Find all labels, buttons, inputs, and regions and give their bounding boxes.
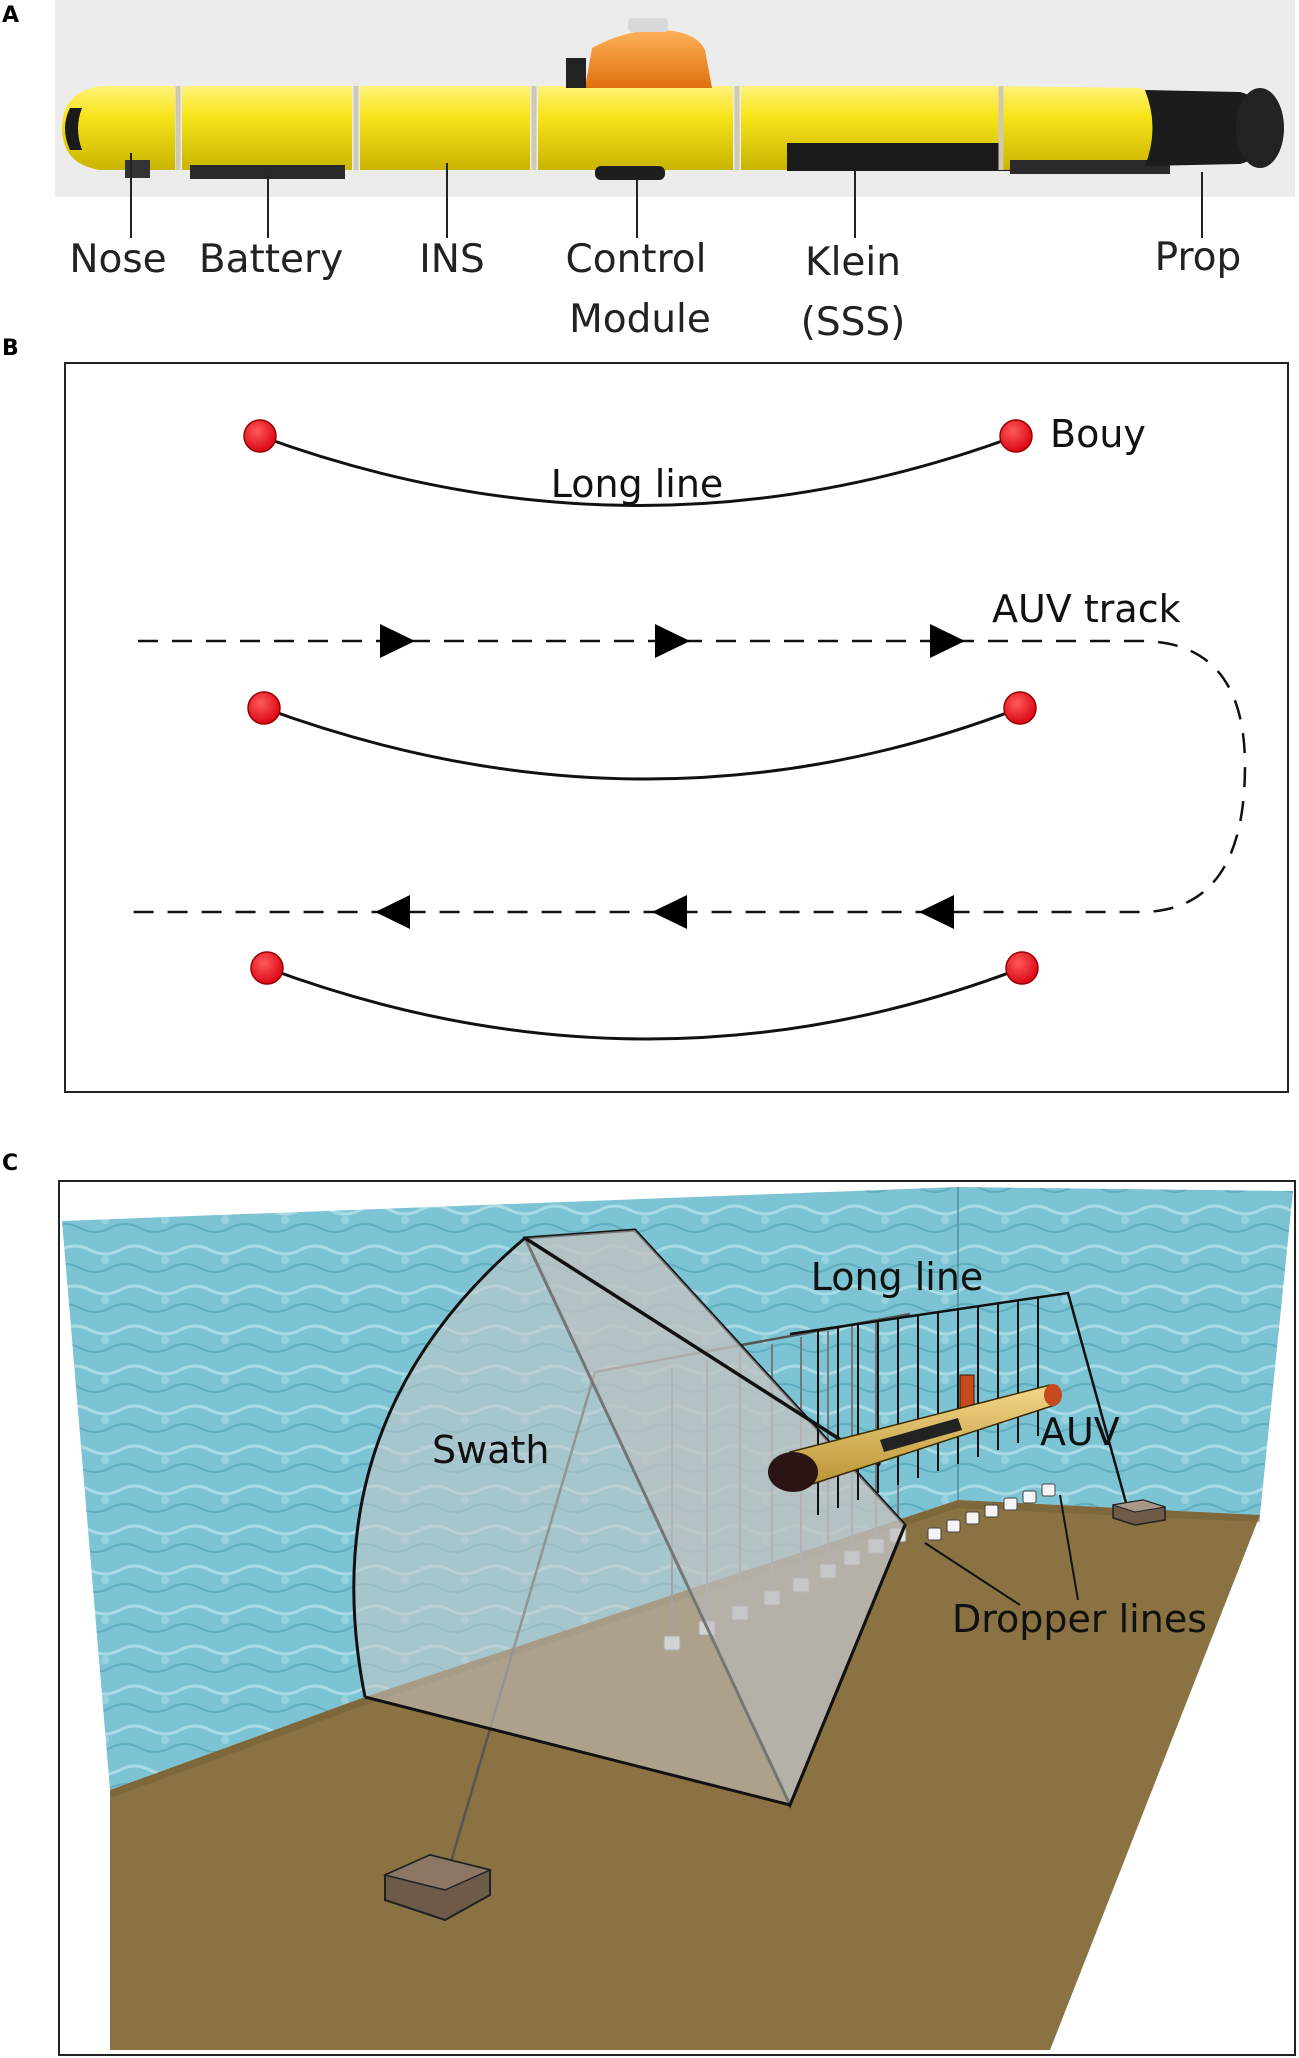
label-auv: AUV — [1040, 1410, 1120, 1454]
buoy — [1005, 951, 1039, 985]
nose-section — [62, 86, 175, 170]
buoy — [243, 419, 277, 453]
label-module: Module — [569, 297, 711, 342]
panel-b-letter: B — [2, 336, 19, 361]
track-arrow-right — [380, 624, 415, 658]
panel-a-letter: A — [2, 3, 19, 28]
control-module-section — [538, 86, 733, 170]
label-bouy: Bouy — [1050, 412, 1146, 456]
long-line-right-segment — [789, 1291, 1130, 1511]
label-dropper-lines: Dropper lines — [952, 1597, 1207, 1641]
label-auv-track: AUV track — [992, 587, 1181, 631]
long-line-1 — [259, 434, 1017, 507]
panel-b: B Bouy Long line — [2, 336, 1289, 1093]
track-arrow-left — [375, 895, 410, 929]
label-long-line-3d: Long line — [811, 1255, 984, 1299]
auv-vehicle — [62, 18, 1284, 180]
dropper-weights-right — [927, 1483, 1056, 1541]
buoy — [999, 419, 1033, 453]
swath — [352, 1228, 907, 1809]
control-mast — [566, 58, 586, 88]
auv-track — [132, 639, 1247, 914]
tail-skid — [1010, 160, 1170, 174]
anchor-left — [382, 1853, 493, 1922]
panel-c-letter: C — [2, 1151, 18, 1176]
nose-sensor — [125, 160, 150, 178]
control-skid — [595, 166, 665, 180]
label-control: Control — [566, 237, 707, 282]
dropper-pointer-lines — [924, 1494, 1079, 1606]
anchor-right — [1112, 1499, 1166, 1526]
water-wall-right — [958, 1187, 1293, 1515]
battery-section — [182, 86, 352, 170]
prop-ring — [1236, 88, 1284, 168]
track-arrows — [375, 624, 965, 929]
ins-section — [360, 86, 530, 170]
panel-a: A — [2, 0, 1295, 345]
label-long-line: Long line — [551, 462, 724, 506]
dome-antenna — [628, 18, 668, 32]
panel-a-leaders — [130, 153, 1203, 238]
label-klein: Klein — [805, 240, 901, 285]
label-sss: (SSS) — [801, 300, 906, 345]
prop-shroud — [1145, 90, 1265, 166]
label-prop: Prop — [1155, 235, 1242, 280]
track-arrow-right — [930, 624, 965, 658]
dropper-lines-right — [817, 1297, 1039, 1515]
buoys — [243, 419, 1039, 985]
buoy — [1003, 691, 1037, 725]
long-line-3 — [266, 966, 1023, 1041]
long-lines — [259, 434, 1023, 1041]
label-battery: Battery — [199, 237, 343, 282]
track-arrow-left — [919, 895, 954, 929]
track-arrow-left — [652, 895, 687, 929]
buoy — [250, 951, 284, 985]
tail-section — [1003, 86, 1175, 170]
panel-c: C — [2, 1151, 1296, 2056]
section-seams — [175, 86, 1004, 170]
long-line-2 — [263, 706, 1021, 781]
buoy — [247, 691, 281, 725]
label-nose: Nose — [69, 237, 166, 282]
label-swath: Swath — [432, 1428, 549, 1472]
nose-tip — [65, 108, 82, 150]
track-arrow-right — [655, 624, 690, 658]
battery-skid — [190, 165, 345, 179]
control-dome — [585, 30, 712, 88]
auv-track-path — [132, 639, 1247, 914]
label-ins: INS — [419, 237, 484, 282]
auv-3d — [768, 1374, 1062, 1492]
